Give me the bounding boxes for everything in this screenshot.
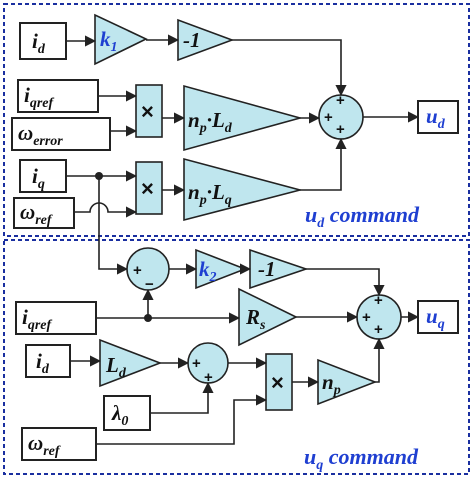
wire-neg1-to-sumuq [306,268,385,297]
ud-command-frame [3,3,470,237]
input-id-top-box [19,22,67,60]
sum-ud-sign-top: + [336,92,345,109]
ud-command-label: ud command [305,202,420,231]
input-lambda0-label: λ0 [111,401,128,429]
wire-iq-to-sub [98,176,129,275]
sum-subtract-sign-left: + [133,262,142,279]
multiplier-bottom-symbol: × [271,370,284,395]
wire-neg1-to-sum [232,39,347,97]
npLd-label: np·Ld [188,108,233,136]
wire-omega-ref-to-mult [74,202,138,218]
multiplier-middle-symbol: × [141,176,154,201]
sum-flux-sign-left: + [192,355,201,372]
Rs-label: Rs [245,305,266,333]
Ld-label: Ld [105,353,127,381]
wire-omegaref-to-mult [96,394,268,445]
sum-flux-sign-bottom: + [204,369,213,386]
multiplier-middle [135,161,163,215]
sum-ud-sign-left: + [324,109,333,126]
neg1-bottom-label: -1 [258,257,276,281]
npLq-gain-block [183,157,304,222]
input-iq-label: iq [32,164,45,192]
wire-npLq-to-sum [300,137,347,191]
sum-uq-sign-left: + [362,309,371,326]
input-id-bottom-label: id [36,349,50,377]
np-label: np [322,370,341,398]
k1-label: k1 [100,27,118,55]
neg1-top-label: -1 [183,28,201,52]
input-id-top-label: id [32,29,46,57]
npLq-label: np·Lq [188,180,232,208]
k2-label: k2 [199,257,217,285]
multiplier-top-symbol: × [141,99,154,124]
sum-ud-sign-bottom: + [336,121,345,138]
sum-subtract-sign-bottom: − [145,276,154,293]
input-omega-ref-bottom-label: ωref [28,431,61,459]
input-omega-ref-bottom-box [21,427,97,461]
input-iqref-top-label: iqref [24,83,55,111]
input-omega-error-label: ωerror [18,121,63,149]
npLd-gain-block [183,84,304,152]
input-omega-ref-top-box [13,197,75,229]
input-iqref-bottom-label: iqref [22,305,53,333]
uq-command-label: uq command [304,444,419,473]
input-iqref-top-box [17,79,99,113]
input-omega-ref-top-label: ωref [20,200,53,228]
uq-command-frame [3,239,470,475]
sum-uq-sign-bottom: + [374,321,383,338]
wire-np-to-sumuq [373,337,385,383]
sum-uq-sign-top: + [374,292,383,309]
multiplier-top [135,84,163,138]
input-omega-error-box [11,117,111,151]
input-lambda0-box [103,395,151,431]
output-uq-label: uq [426,304,445,332]
output-uq-box [417,300,459,334]
output-ud-label: ud [426,104,446,132]
wire-lambda0-to-sumflux [150,381,214,414]
